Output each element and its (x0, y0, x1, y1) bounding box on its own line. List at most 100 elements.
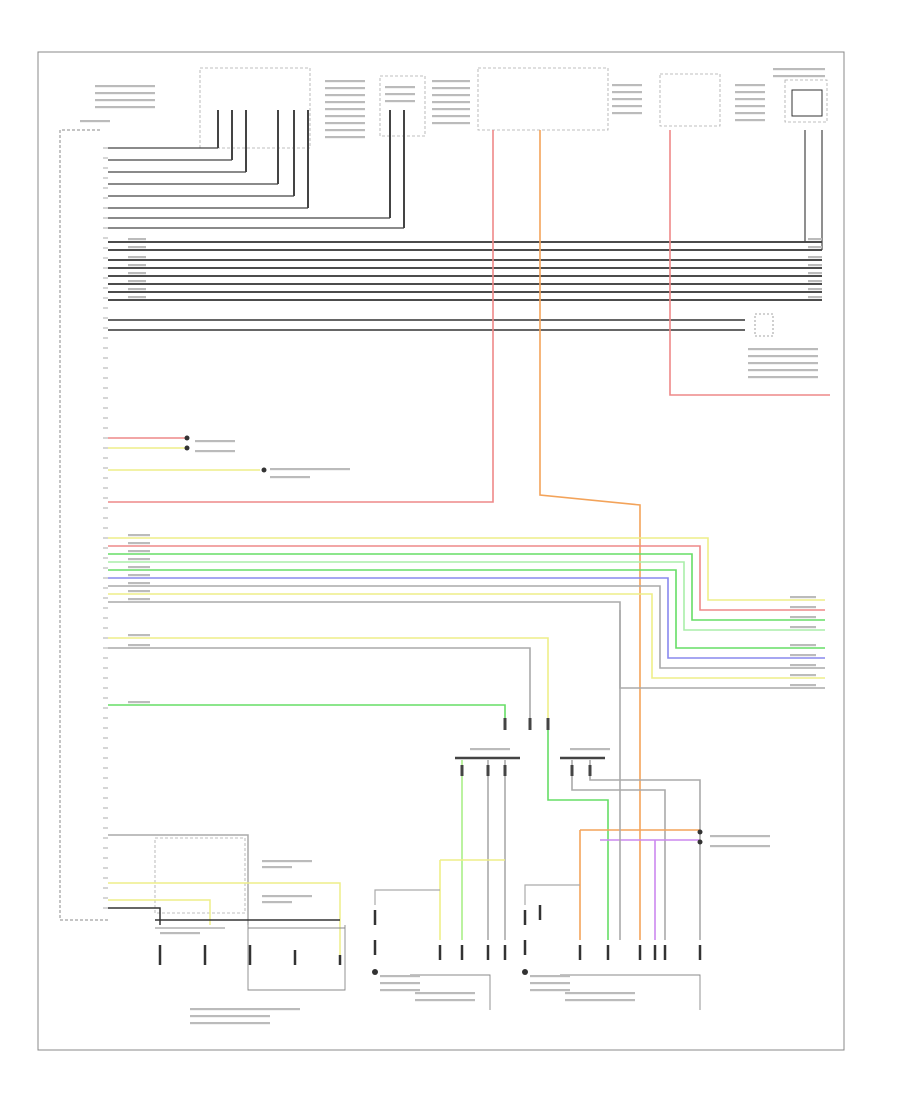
label-placeholder (380, 982, 420, 985)
wire-tag-placeholder (790, 596, 816, 599)
mid-dark-wires (108, 319, 745, 331)
label-placeholder (385, 86, 415, 89)
wire-tag-placeholder (128, 590, 150, 593)
wire-tag-placeholder (128, 701, 150, 704)
upper-harness (108, 147, 404, 229)
label-placeholder (262, 895, 312, 898)
colored-wire (108, 569, 825, 649)
label-placeholder (710, 835, 770, 838)
label-placeholder (735, 112, 765, 115)
label-placeholder (710, 845, 770, 848)
label-placeholder (160, 932, 200, 935)
module-boxes (154, 67, 828, 914)
left-stub-wires (108, 437, 260, 471)
label-placeholder (262, 866, 292, 869)
label-placeholder (190, 1015, 270, 1018)
wire-red-fuse-feed (108, 130, 494, 503)
label-placeholder (530, 982, 570, 985)
ground-point (372, 969, 378, 975)
lower-left-wires (108, 834, 341, 960)
label-placeholder (415, 999, 475, 1002)
wire-tag-placeholder (808, 256, 822, 259)
wire-tag-placeholder (128, 238, 146, 241)
wire-tag-placeholder (128, 288, 146, 291)
label-placeholder (95, 99, 155, 102)
colored-wire-bundle (108, 537, 825, 689)
label-placeholder (773, 75, 825, 78)
label-placeholder (748, 362, 818, 365)
top-connector-stubs (217, 110, 405, 228)
label-placeholder (565, 999, 635, 1002)
label-placeholder (95, 106, 155, 109)
colored-wire (108, 537, 825, 601)
wire-tag-placeholder (128, 598, 150, 601)
diagram-frame (37, 51, 845, 1051)
label-placeholder (325, 108, 365, 111)
label-placeholder (325, 129, 365, 132)
colored-wire (108, 545, 825, 611)
ground-point (261, 467, 267, 473)
wire-tag-placeholder (790, 626, 816, 629)
wire-tag-placeholder (790, 664, 816, 667)
splice-connector-pins (460, 718, 592, 776)
label-placeholder (565, 992, 635, 995)
lower-harness (108, 610, 701, 940)
switch-component (754, 313, 774, 337)
colored-wire (108, 585, 825, 669)
wire-tag-placeholder (128, 634, 150, 637)
wire-tag-placeholder (790, 644, 816, 647)
label-placeholder (612, 98, 642, 101)
label-placeholder (432, 94, 470, 97)
label-placeholder (735, 91, 765, 94)
module-box-fuse-b (659, 73, 721, 127)
label-placeholder (380, 975, 420, 978)
label-placeholder (325, 87, 365, 90)
label-placeholder (470, 748, 510, 751)
colored-wire (108, 577, 825, 659)
ground-wire-loop (59, 129, 108, 921)
splice-point (184, 435, 190, 441)
label-placeholder (748, 369, 818, 372)
wire-tag-placeholder (128, 550, 150, 553)
wire-tag-placeholder (128, 534, 150, 537)
wire-tag-placeholder (128, 280, 146, 283)
label-placeholder (735, 105, 765, 108)
label-placeholder (262, 860, 312, 863)
wire-tag-placeholder (790, 606, 816, 609)
wire-tag-placeholder (808, 246, 822, 249)
label-placeholder (432, 80, 470, 83)
wire-tag-placeholder (128, 558, 150, 561)
wire-red-right-feed (669, 130, 830, 396)
main-bundle-right-drops (804, 130, 823, 250)
colored-wire (108, 553, 825, 621)
wire-tag-placeholder (808, 288, 822, 291)
label-placeholder (530, 989, 570, 992)
label-placeholder (432, 87, 470, 90)
wire-tag-placeholder (790, 616, 816, 619)
wire-tag-placeholder (128, 256, 146, 259)
label-placeholder (748, 348, 818, 351)
label-placeholder (570, 748, 610, 751)
splice-point (697, 829, 703, 835)
wire-tag-placeholder (790, 674, 816, 677)
wire-tag-placeholder (128, 582, 150, 585)
ground-point (522, 969, 528, 975)
colored-wire (108, 593, 825, 679)
wire-tag-placeholder (128, 574, 150, 577)
wire-tag-placeholder (808, 280, 822, 283)
wire-tag-placeholder (128, 644, 150, 647)
wire-tag-placeholder (128, 272, 146, 275)
label-placeholder (735, 119, 765, 122)
label-placeholder (380, 989, 420, 992)
label-placeholder (190, 1008, 270, 1011)
label-placeholder (195, 440, 235, 443)
module-box-left (199, 67, 311, 149)
label-placeholder (432, 101, 470, 104)
label-placeholder (195, 450, 235, 453)
bottom-connector-pins (438, 945, 702, 960)
label-placeholder (325, 80, 365, 83)
label-placeholder (325, 115, 365, 118)
label-placeholder (415, 992, 475, 995)
